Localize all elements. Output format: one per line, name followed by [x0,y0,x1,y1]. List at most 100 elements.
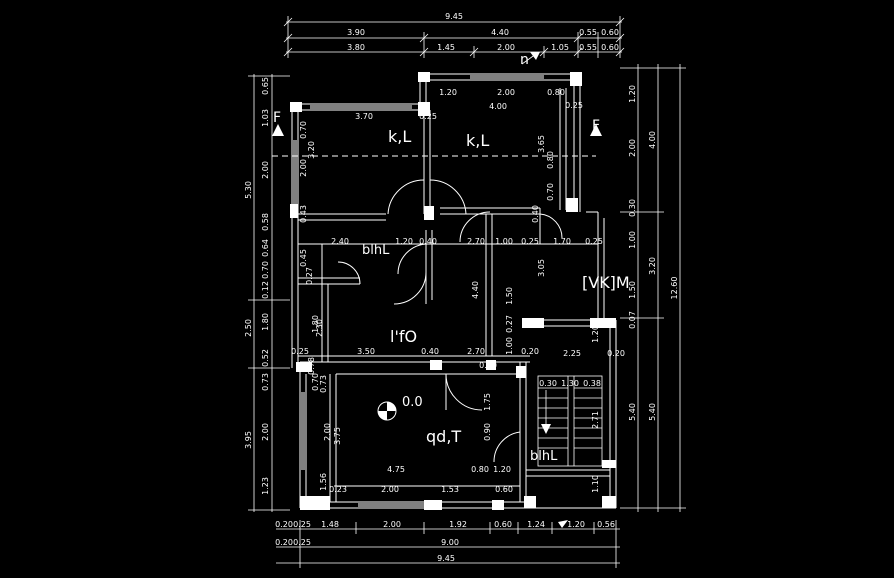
top-dimensions [283,16,625,58]
interior-dim: 2.25 [563,349,581,358]
interior-dim: 0.27 [305,267,314,285]
interior-dim: 0.70 [546,183,555,201]
north-mark: n [520,52,529,68]
interior-dim: 0.25 [565,101,583,110]
dim-top-3f: 0.60 [601,43,619,52]
dim-bot-1h: 1.20 [567,520,585,529]
interior-dim: 0.60 [495,485,513,494]
interior-dim: 4.00 [489,102,507,111]
interior-dim: 0.45 [299,249,308,267]
interior-dim: 0.40 [531,205,540,223]
interior-dim: 0.70 [311,373,320,391]
interior-dim: 0.70 [299,121,308,139]
interior-dim: 1.30 [561,379,579,388]
room-label-kl-left: k,L [388,127,411,146]
interior-dim: 0.40 [419,237,437,246]
dim-bot-1a: 0.20 [275,520,293,529]
dim-right-inner: 1.50 [628,281,637,299]
interior-dim: 1.20 [493,465,511,474]
dim-right-mid-2: 3.20 [648,257,657,275]
interior-dim: 4.75 [387,465,405,474]
interior-dim: 2.00 [299,159,308,177]
dim-bot-1c: 1.48 [321,520,339,529]
dim-right-overall: 12.60 [670,277,679,300]
room-label-vkm: [VK]M [582,273,630,292]
interior-dim: 0.78 [307,357,316,375]
grid-marker-icon [558,520,568,528]
interior-dim: 3.20 [307,141,316,159]
dim-top-overall: 9.45 [445,12,463,21]
dim-top-3b: 1.45 [437,43,455,52]
dim-left-inner: 0.64 [261,239,270,257]
interior-dim: 0.80 [479,361,497,370]
interior-dim: 1.00 [495,237,513,246]
section-arrow-left-icon [272,124,284,136]
dim-left-inner: 0.52 [261,349,270,367]
dim-bot-2b: 0.25 [293,538,311,547]
room-label-kl-right: k,L [466,131,489,150]
interior-dim: 1.80 [311,315,320,333]
dim-top-3a: 3.80 [347,43,365,52]
north-arrow-icon [530,52,540,60]
section-mark-left: F [273,110,281,126]
interior-dim: 0.30 [539,379,557,388]
interior-dim: 1.00 [505,337,514,355]
room-label-qdt: qd,T [426,427,461,446]
bottom-dimensions [276,520,620,568]
dim-top-2d: 0.60 [601,28,619,37]
interior-dim: 0.25 [419,112,437,121]
dim-left-inner: 0.12 [261,281,270,299]
interior-dim: 1.20 [395,237,413,246]
interior-dim: 2.00 [381,485,399,494]
interior-dim: 0.80 [547,88,565,97]
interior-dim: 0.20 [521,347,539,356]
interior-dim: 0.27 [505,315,514,333]
interior-dim: 1.56 [319,473,328,491]
dim-left-inner: 1.80 [261,313,270,331]
doors [337,179,563,463]
interior-dim: 0.25 [291,347,309,356]
level-label: 0.0 [402,395,423,410]
section-mark-right: F [592,118,600,134]
dim-right-inner: 0.30 [628,199,637,217]
dim-left-inner: 0.58 [261,213,270,231]
dim-left-inner: 0.70 [261,261,270,279]
section-arrow-right-icon [590,124,602,136]
dim-bot-overall: 9.45 [437,554,455,563]
dim-left-inner: 1.23 [261,477,270,495]
left-dim-inner-labels: 0.65 1.03 2.00 0.58 0.64 0.70 0.12 1.80 … [261,77,270,495]
dim-bot-1d: 2.00 [383,520,401,529]
dim-left-inner: 2.00 [261,423,270,441]
dim-bot-2c: 9.00 [441,538,459,547]
dim-bot-1b: 0.25 [293,520,311,529]
interior-dim: 1.20 [439,88,457,97]
dim-left-inner: 1.03 [261,109,270,127]
dim-bot-1i: 0.56 [597,520,615,529]
dim-top-2c: 0.55 [579,28,597,37]
interior-dim: 0.80 [546,151,555,169]
dim-right-mid-3: 5.40 [648,403,657,421]
interior-dim: 1.70 [553,237,571,246]
interior-dimensions: 1.20 2.00 0.80 4.00 3.70 0.25 0.25 3.65 … [291,88,625,494]
interior-dim: 3.50 [357,347,375,356]
columns [290,72,616,510]
interior-dim: 3.05 [537,259,546,277]
interior-dim: 3.70 [355,112,373,121]
interior-dim: 2.00 [323,423,332,441]
interior-dim: 1.50 [505,287,514,305]
interior-dim: 2.70 [467,237,485,246]
interior-dim: 1.10 [591,475,600,493]
interior-dim: 0.40 [421,347,439,356]
dim-right-inner: 1.00 [628,231,637,249]
staircase [537,375,603,467]
interior-dim: 2.71 [591,411,600,429]
interior-dim: 3.75 [333,427,342,445]
dim-top-2b: 4.40 [491,28,509,37]
dim-right-inner: 1.20 [628,85,637,103]
stair-arrow-icon [541,424,551,434]
dim-right-inner: 0.07 [628,311,637,329]
dim-bot-1g: 1.24 [527,520,545,529]
interior-dim: 1.20 [591,325,600,343]
dim-top-3d: 1.05 [551,43,569,52]
